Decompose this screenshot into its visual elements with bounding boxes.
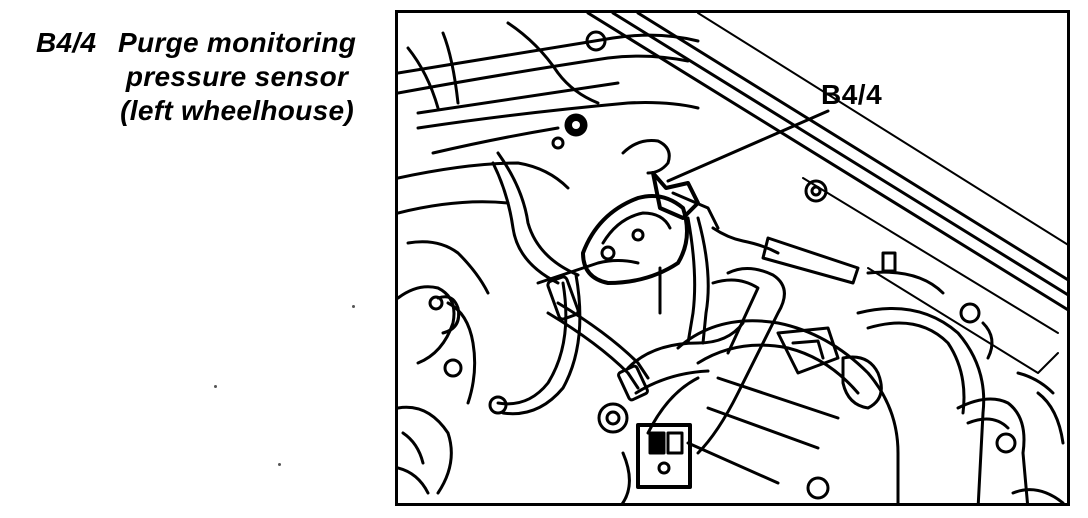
engine-bay-illustration: B4/4 (395, 10, 1070, 506)
speck (352, 305, 355, 308)
description-line-3: (left wheelhouse) (120, 95, 354, 126)
caption-row: B4/4 Purge monitoring pressure sensor (l… (36, 26, 396, 128)
speck (278, 463, 281, 466)
component-code: B4/4 (36, 27, 97, 58)
component-description: Purge monitoring pressure sensor (left w… (118, 26, 356, 128)
line-drawing (398, 13, 1067, 503)
description-line-2: pressure sensor (125, 61, 349, 92)
callout-label: B4/4 (821, 79, 883, 110)
description-line-1: Purge monitoring (118, 27, 357, 58)
component-caption: B4/4 Purge monitoring pressure sensor (l… (36, 26, 396, 128)
speck (214, 385, 217, 388)
